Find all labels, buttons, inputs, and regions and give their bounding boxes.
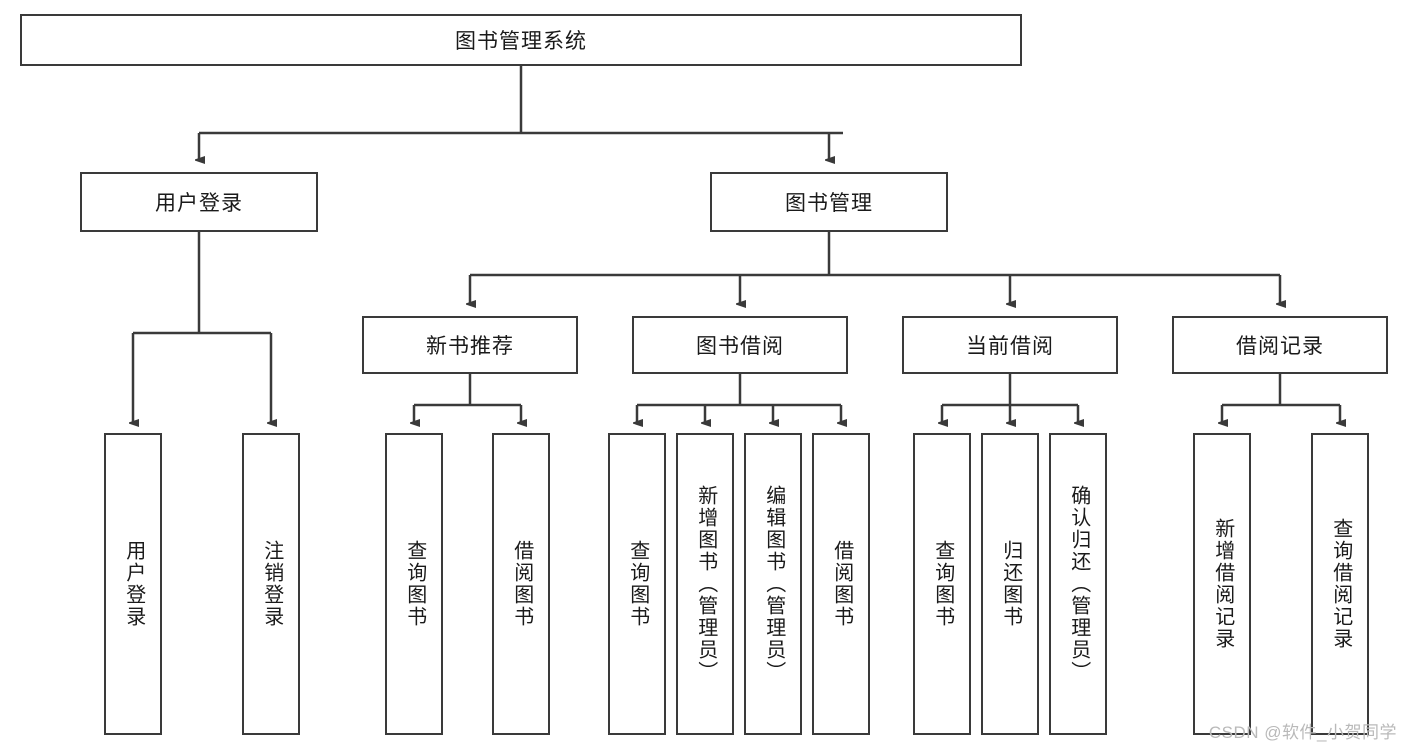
node-leaf-user-login[interactable]: 用户登录: [104, 433, 162, 735]
node-leaf-query-record-label: 查询借阅记录: [1329, 518, 1352, 650]
node-leaf-add-book[interactable]: 新增图书（管理员）: [676, 433, 734, 735]
node-leaf-query-book-3-label: 查询图书: [931, 540, 954, 628]
csdn-watermark: CSDN @软件_小贺同学: [1208, 723, 1397, 742]
node-leaf-borrow-book-1[interactable]: 借阅图书: [492, 433, 550, 735]
node-user-login[interactable]: 用户登录: [80, 172, 318, 232]
node-user-login-label: 用户登录: [155, 192, 243, 215]
node-root-label: 图书管理系统: [455, 30, 587, 53]
node-leaf-logout-label: 注销登录: [260, 540, 283, 628]
node-root[interactable]: 图书管理系统: [20, 14, 1022, 66]
node-leaf-user-login-label: 用户登录: [122, 540, 145, 628]
node-leaf-edit-book-label: 编辑图书（管理员）: [762, 485, 785, 683]
node-book-borrow-label: 图书借阅: [696, 335, 784, 358]
node-leaf-logout[interactable]: 注销登录: [242, 433, 300, 735]
node-current-borrow[interactable]: 当前借阅: [902, 316, 1118, 374]
node-borrow-record[interactable]: 借阅记录: [1172, 316, 1388, 374]
node-leaf-add-record[interactable]: 新增借阅记录: [1193, 433, 1251, 735]
node-leaf-query-book-1[interactable]: 查询图书: [385, 433, 443, 735]
node-borrow-record-label: 借阅记录: [1236, 335, 1324, 358]
node-book-borrow[interactable]: 图书借阅: [632, 316, 848, 374]
node-leaf-return-book-label: 归还图书: [999, 540, 1022, 628]
node-leaf-query-book-2[interactable]: 查询图书: [608, 433, 666, 735]
node-leaf-edit-book[interactable]: 编辑图书（管理员）: [744, 433, 802, 735]
node-leaf-query-record[interactable]: 查询借阅记录: [1311, 433, 1369, 735]
node-leaf-borrow-book-2-label: 借阅图书: [830, 540, 853, 628]
node-leaf-return-book[interactable]: 归还图书: [981, 433, 1039, 735]
node-leaf-add-record-label: 新增借阅记录: [1211, 518, 1234, 650]
node-new-book-rec[interactable]: 新书推荐: [362, 316, 578, 374]
node-book-manage-label: 图书管理: [785, 192, 873, 215]
node-leaf-confirm-return[interactable]: 确认归还（管理员）: [1049, 433, 1107, 735]
node-leaf-add-book-label: 新增图书（管理员）: [694, 485, 717, 683]
node-leaf-borrow-book-1-label: 借阅图书: [510, 540, 533, 628]
node-current-borrow-label: 当前借阅: [966, 335, 1054, 358]
node-leaf-query-book-3[interactable]: 查询图书: [913, 433, 971, 735]
node-leaf-query-book-2-label: 查询图书: [626, 540, 649, 628]
node-book-manage[interactable]: 图书管理: [710, 172, 948, 232]
node-leaf-borrow-book-2[interactable]: 借阅图书: [812, 433, 870, 735]
node-new-book-rec-label: 新书推荐: [426, 335, 514, 358]
node-leaf-query-book-1-label: 查询图书: [403, 540, 426, 628]
node-leaf-confirm-return-label: 确认归还（管理员）: [1067, 485, 1090, 683]
